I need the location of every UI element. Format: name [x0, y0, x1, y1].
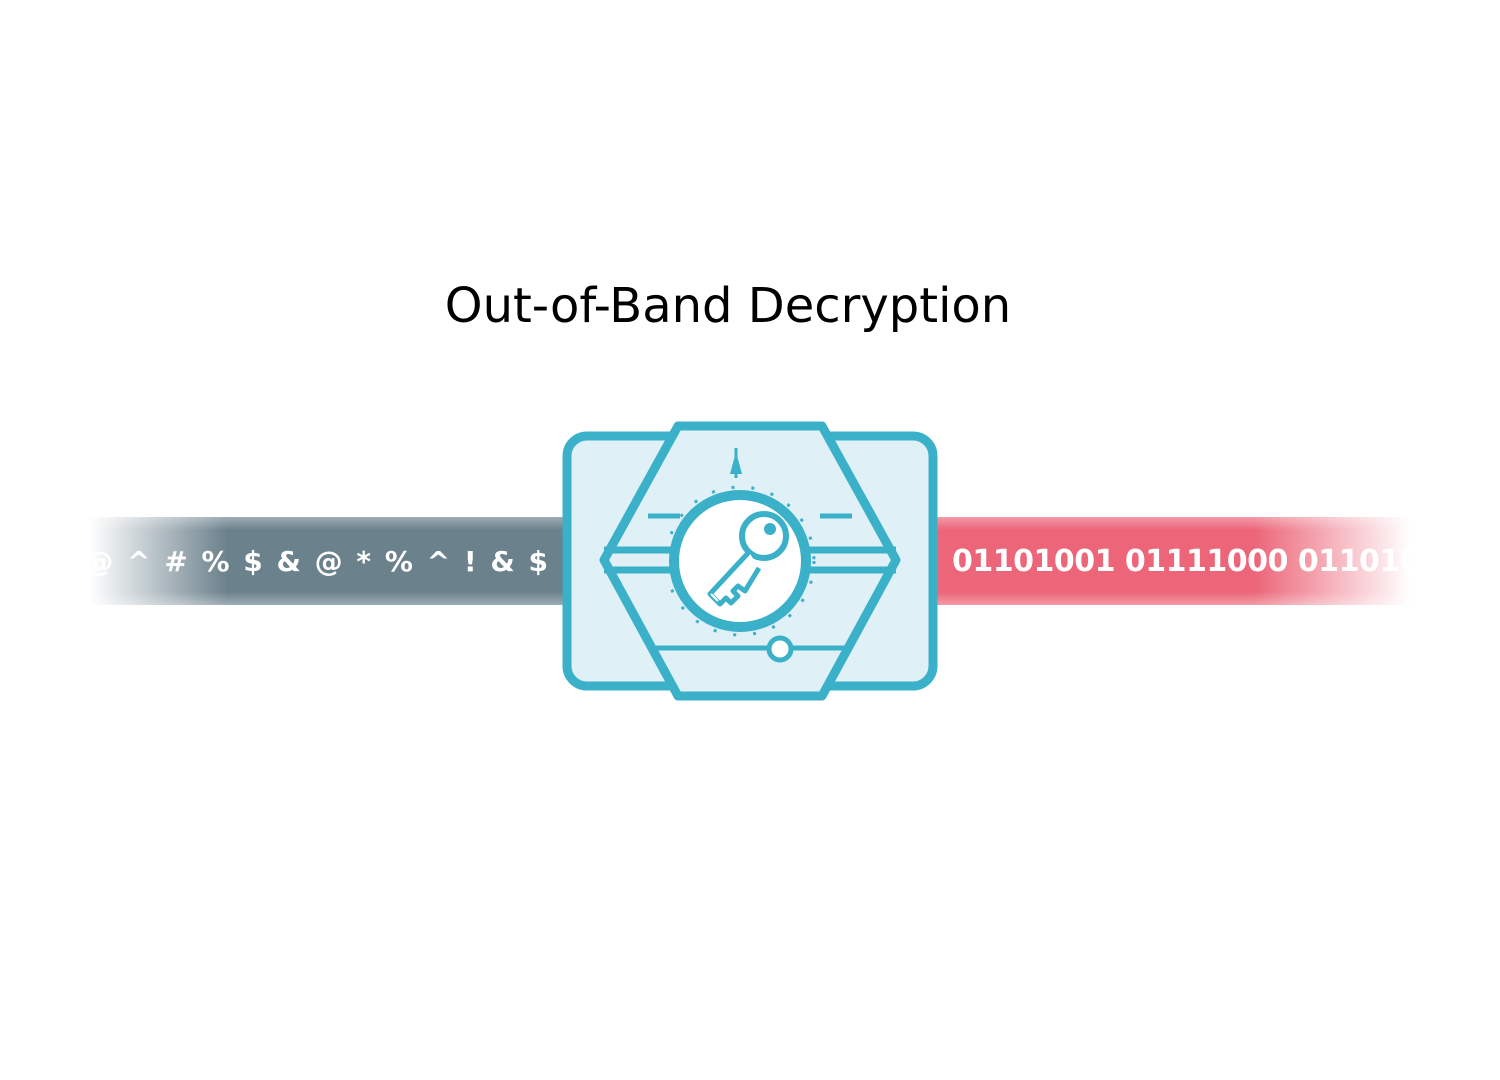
encrypted-stream-text: * ! & @ ^ # % $ & @ * % ^ ! & $	[90, 544, 550, 578]
decrypted-stream: 01101001 01111000 01101001	[920, 517, 1410, 605]
diagram-title: Out-of-Band Decryption	[444, 278, 1012, 334]
decryption-emblem	[562, 421, 938, 701]
encrypted-band-bg	[90, 517, 580, 605]
key-icon	[707, 511, 789, 607]
decrypted-stream-text: 01101001 01111000 01101001	[952, 543, 1410, 579]
decrypted-band-bg	[920, 517, 1410, 605]
encrypted-stream: * ! & @ ^ # % $ & @ * % ^ ! & $	[90, 517, 580, 605]
